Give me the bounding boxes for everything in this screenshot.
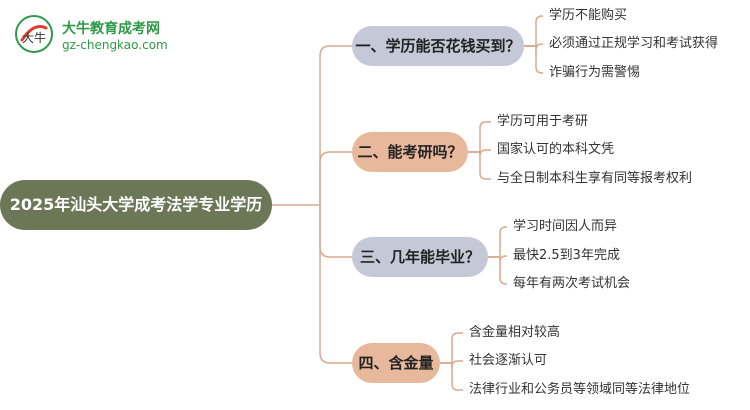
leaf-connector (468, 151, 491, 180)
svg-text:大牛: 大牛 (22, 30, 46, 45)
leaf-connector (468, 121, 491, 153)
leaf-item: 最快2.5到3年完成 (513, 248, 620, 263)
leaf-connector (524, 15, 543, 47)
root-node: 2025年汕头大学成考法学专业学历 (0, 180, 272, 230)
leaf-item: 学历不能购买 (549, 8, 628, 23)
leaf-item: 学习时间因人而异 (513, 219, 618, 234)
branch-node-4: 四、含金量 (352, 343, 440, 383)
branch-connector (319, 151, 352, 205)
leaf-item: 社会逐渐认可 (469, 353, 548, 368)
logo-title: 大牛教育成考网 (62, 21, 160, 37)
branch-node-2: 二、能考研吗？ (352, 132, 468, 172)
branch-node-1: 一、学历能否花钱买到？ (352, 26, 524, 66)
leaf-connector (440, 362, 463, 391)
leaf-connector (524, 43, 543, 51)
leaf-item: 必须通过正规学习和考试获得 (549, 36, 719, 51)
logo-mark-icon: 大牛 (15, 15, 53, 53)
branch-connector (319, 205, 352, 364)
leaf-item: 学历可用于考研 (497, 114, 589, 129)
leaf-item: 每年有两次考试机会 (513, 276, 631, 291)
leaf-item: 含金量相对较高 (469, 325, 561, 340)
leaf-item: 诈骗行为需警惕 (549, 65, 641, 80)
leaf-item: 法律行业和公务员等领域同等法律地位 (469, 382, 691, 397)
leaf-connector (524, 45, 543, 74)
branch-node-3: 三、几年能毕业？ (352, 237, 488, 277)
leaf-item: 与全日制本科生享有同等报考权利 (497, 171, 693, 186)
branch-connector (319, 45, 352, 205)
logo-url: gz-chengkao.com (62, 38, 168, 52)
branch-connector (319, 205, 352, 258)
leaf-item: 国家认可的本科文凭 (497, 142, 615, 157)
leaf-connector (488, 226, 507, 258)
leaf-connector (488, 256, 507, 285)
leaf-connector (440, 332, 463, 364)
